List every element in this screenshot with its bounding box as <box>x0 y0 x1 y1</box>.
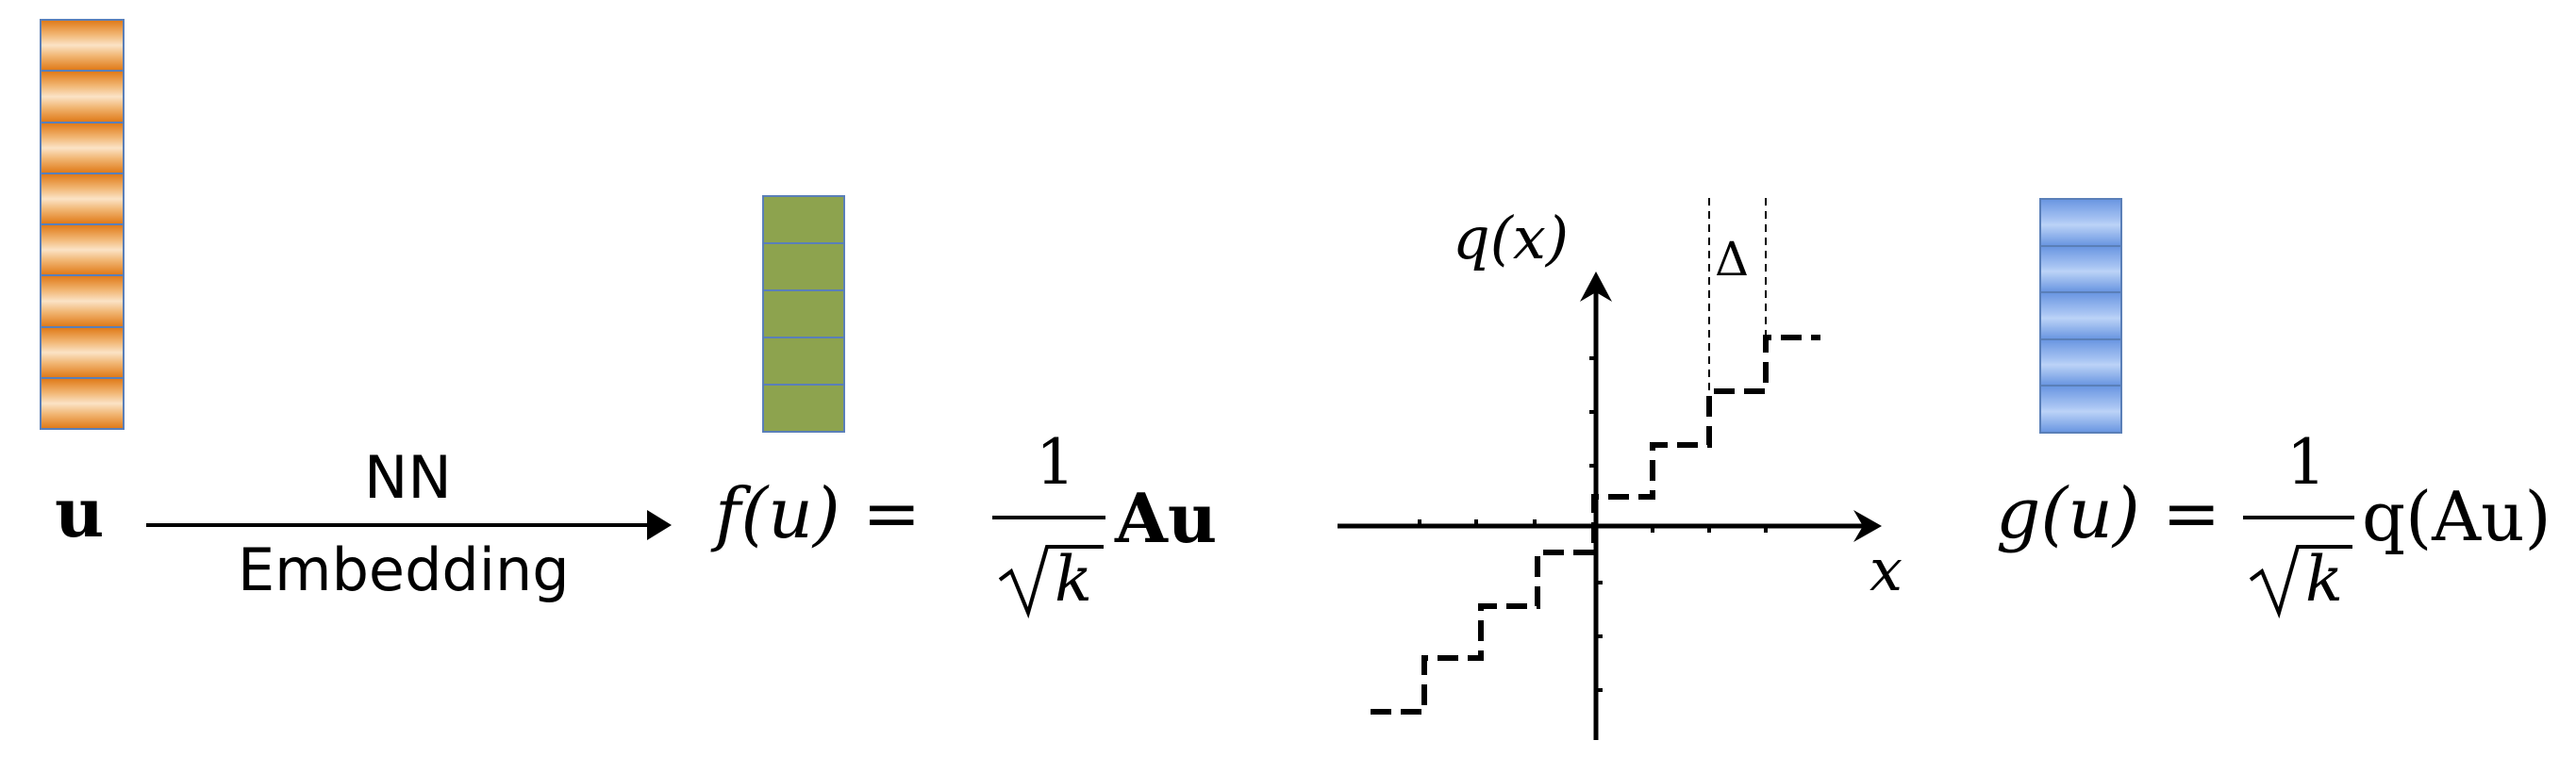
g-sqrt-sign <box>2249 545 2352 619</box>
f-formula-denominator: k <box>1055 543 1092 616</box>
plot-x-ticks <box>1418 519 1768 533</box>
vector-cell <box>40 172 125 225</box>
vector-cell <box>40 19 125 73</box>
vector-cell <box>40 325 125 379</box>
g-formula-lhs-text: g(u) = <box>1996 473 2221 554</box>
embedding-vector <box>762 195 845 433</box>
vector-cell <box>40 376 125 430</box>
f-formula-lhs: f(u) = <box>715 479 921 549</box>
plot-y-arrowhead <box>1580 272 1612 302</box>
g-formula-rhs: q(Au) <box>2362 477 2551 556</box>
arrow-label-nn: NN <box>364 443 452 512</box>
g-formula-numerator: 1 <box>2286 426 2326 499</box>
output-vector <box>2039 198 2122 434</box>
plot-step-label: Δ <box>1715 232 1750 287</box>
vector-cell <box>40 70 125 123</box>
input-vector <box>40 19 125 430</box>
vector-cell <box>2039 244 2122 294</box>
plot-x-label: x <box>1870 535 1903 604</box>
plot-y-ticks <box>1589 356 1603 692</box>
vector-cell <box>762 384 845 433</box>
input-symbol: u <box>55 472 105 552</box>
vector-cell <box>2039 291 2122 340</box>
vector-cell <box>2039 198 2122 247</box>
embedding-arrowhead <box>647 510 672 540</box>
f-formula-rhs: Au <box>1115 478 1218 558</box>
f-formula-numerator: 1 <box>1036 426 1075 499</box>
quantizer-staircase <box>1371 335 1820 715</box>
plot-x-arrowhead <box>1853 510 1882 542</box>
plot-y-label: q(x) <box>1453 204 1570 272</box>
vector-cell <box>2039 385 2122 434</box>
f-sqrt-sign <box>998 545 1104 619</box>
f-formula-lhs-text: f(u) = <box>715 473 922 554</box>
arrow-label-embedding: Embedding <box>238 535 570 604</box>
g-formula-denominator: k <box>2305 543 2343 616</box>
g-formula-lhs: g(u) = <box>1996 479 2220 549</box>
